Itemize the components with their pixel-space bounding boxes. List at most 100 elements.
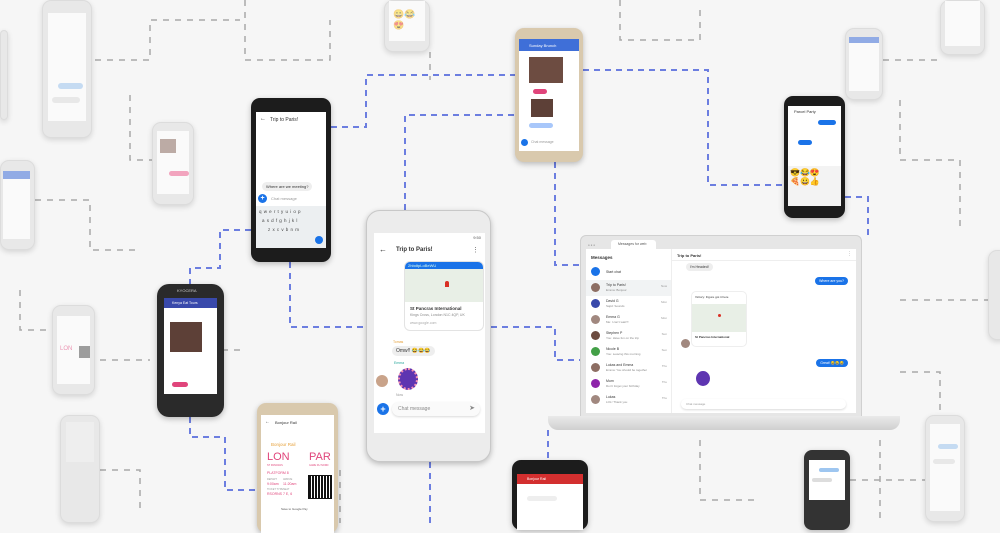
- ticket-type-label: TICKET TYPE: [267, 488, 284, 491]
- background-phone: [845, 28, 883, 100]
- grey-dashed-connectors: [19, 0, 988, 523]
- laptop-base: [548, 416, 900, 430]
- conversation-name: Lukas and Emma: [606, 363, 634, 367]
- background-phone: [0, 30, 8, 120]
- conversation-item[interactable]: Stephen P You: Have fun on the trip Sun: [586, 328, 671, 344]
- tab-title: Messages for web: [618, 242, 647, 246]
- status-time: 9:50: [473, 235, 481, 240]
- conversation-item[interactable]: Nicole B You: Leaving this morning Sun: [586, 344, 671, 360]
- place-url[interactable]: www.google.com: [410, 321, 437, 325]
- conversation-time: Thu: [661, 364, 667, 368]
- message-bubble: I'm Headed!: [686, 263, 713, 271]
- conversation-item[interactable]: Trip to Paris! Emma: Bonjour Now: [586, 280, 671, 296]
- conversation-title: Kenya Eat Tours: [172, 301, 198, 305]
- seat: 7 E, 6: [283, 492, 293, 496]
- place-name: St Pancras International: [695, 335, 730, 339]
- sticker-image: [696, 371, 710, 386]
- conversation-name: David G: [606, 299, 619, 303]
- sticker-image: [398, 368, 418, 390]
- avatar: [376, 375, 388, 387]
- sender-name: Tomas: [393, 340, 404, 344]
- more-options-icon[interactable]: ⋮: [472, 247, 479, 254]
- conversation-time: Mon: [661, 300, 667, 304]
- destination-code: PAR: [309, 451, 331, 463]
- conversation-time: Sun: [661, 332, 667, 336]
- conversation-sidebar: Messages Start chat Trip to Paris! Emma:…: [586, 249, 672, 413]
- keyboard-row[interactable]: qwertyuiop: [259, 209, 303, 214]
- compose-input[interactable]: Chat message ➤: [392, 402, 480, 416]
- keyboard-row[interactable]: asdfghjkl: [262, 218, 300, 223]
- map-pin-icon: [445, 281, 449, 287]
- phone-bottom-red: Bonjour Rail: [512, 460, 588, 530]
- enter-key[interactable]: [315, 236, 323, 244]
- photo-message[interactable]: [529, 57, 563, 83]
- conversation-time: Mon: [661, 316, 667, 320]
- place-name: St Pancras International: [410, 306, 462, 311]
- add-attachment-button[interactable]: +: [377, 403, 389, 415]
- avatar: [591, 379, 600, 388]
- conversation-title: Bonjour Rail: [527, 477, 547, 481]
- mini-boarding-text: LON: [60, 346, 73, 352]
- photo-message[interactable]: [531, 99, 553, 117]
- add-attachment-button[interactable]: [521, 139, 528, 146]
- phone-left-keyboard: ← Trip to Paris! Where are we meeting? +…: [251, 98, 331, 262]
- destination-label: GARE DU NORD: [309, 464, 329, 467]
- conversation-name: Lukas: [606, 395, 616, 399]
- keyboard[interactable]: qwertyuiop asdfghjkl zxcvbnm: [256, 206, 326, 248]
- conversation-name: Trip to Paris!: [606, 283, 626, 287]
- keyboard-row[interactable]: zxcvbnm: [268, 227, 302, 232]
- message-bubble: Omw!! 😂😂😂: [392, 346, 435, 356]
- conversation-title: Trip to Paris!: [396, 247, 433, 253]
- phone-right-stickers: Parcel Party 😎😂😍🍕😀👍: [784, 96, 845, 218]
- sticker-picker[interactable]: 😎😂😍🍕😀👍: [788, 166, 841, 206]
- compose-input[interactable]: Chat message: [681, 399, 846, 409]
- save-to-google-pay-button[interactable]: Save to Google Pay: [281, 507, 308, 511]
- conversation-item[interactable]: Emma G Me: I can't wait!!! Mon: [586, 312, 671, 328]
- conversation-item[interactable]: Lukas and Emma Emma: You should be toget…: [586, 360, 671, 376]
- location-card[interactable]: Victory: Figure got it here St Pancras I…: [691, 291, 747, 347]
- background-phone: [0, 160, 35, 250]
- map-thumbnail[interactable]: [405, 269, 483, 302]
- add-attachment-button[interactable]: +: [258, 194, 267, 203]
- conversation-preview: You: Leaving this morning: [606, 352, 641, 356]
- avatar: [591, 299, 600, 308]
- brand-logo: KYOCERA: [177, 288, 197, 293]
- avatar: [591, 315, 600, 324]
- more-options-icon[interactable]: ⋮: [847, 251, 852, 257]
- conversation-item[interactable]: Mum Don't forget your birthday Thu: [586, 376, 671, 392]
- conversation-name: Stephen P: [606, 331, 623, 335]
- origin-label: ST PANCRAS: [267, 464, 283, 467]
- background-phone: [988, 250, 1000, 340]
- back-arrow-icon[interactable]: ←: [265, 419, 270, 425]
- photo-message[interactable]: [170, 322, 202, 352]
- phone-rugged: KYOCERA Kenya Eat Tours: [157, 284, 224, 417]
- avatar: [591, 331, 600, 340]
- browser-tab[interactable]: Messages for web: [611, 240, 656, 249]
- conversation-name: Mum: [606, 379, 614, 383]
- location-card[interactable]: 2hbdtpLoBeWU St Pancras International Ki…: [404, 261, 484, 331]
- send-icon[interactable]: ➤: [469, 405, 475, 412]
- conversation-preview: LOL! Thank you: [606, 400, 628, 404]
- arrive-time: 11:20am: [283, 482, 297, 486]
- avatar: [681, 339, 690, 348]
- link-chip[interactable]: 2hbdtpLoBeWU: [405, 262, 483, 269]
- map-caption: Victory: Figure got it here: [695, 295, 729, 299]
- depart-label: DEPART: [267, 478, 277, 481]
- message-time: Now: [396, 393, 404, 397]
- conversation-item[interactable]: Lukas LOL! Thank you Thu: [586, 392, 671, 408]
- start-chat-button[interactable]: Start chat: [586, 265, 671, 280]
- back-arrow-icon[interactable]: ←: [260, 116, 266, 122]
- sender-name: Emma: [394, 361, 405, 365]
- compose-placeholder: Chat message: [398, 406, 431, 412]
- background-phone: [152, 122, 194, 205]
- message-bubble: Where are you?: [815, 277, 848, 285]
- background-phone: [925, 415, 965, 522]
- message-bubble: Great! 😂😂😂: [816, 359, 848, 367]
- conversation-item[interactable]: David G Sajid: Sounds Mon: [586, 296, 671, 312]
- conversation-preview: Sajid: Sounds: [606, 304, 625, 308]
- compose-input[interactable]: Chat message: [271, 196, 297, 201]
- compose-input[interactable]: Chat message: [531, 140, 554, 144]
- phone-center-pixel: 9:50 ← Trip to Paris! ⋮ 2hbdtpLoBeWU St …: [366, 210, 491, 462]
- back-arrow-icon[interactable]: ←: [379, 245, 387, 254]
- background-phone: [940, 0, 985, 55]
